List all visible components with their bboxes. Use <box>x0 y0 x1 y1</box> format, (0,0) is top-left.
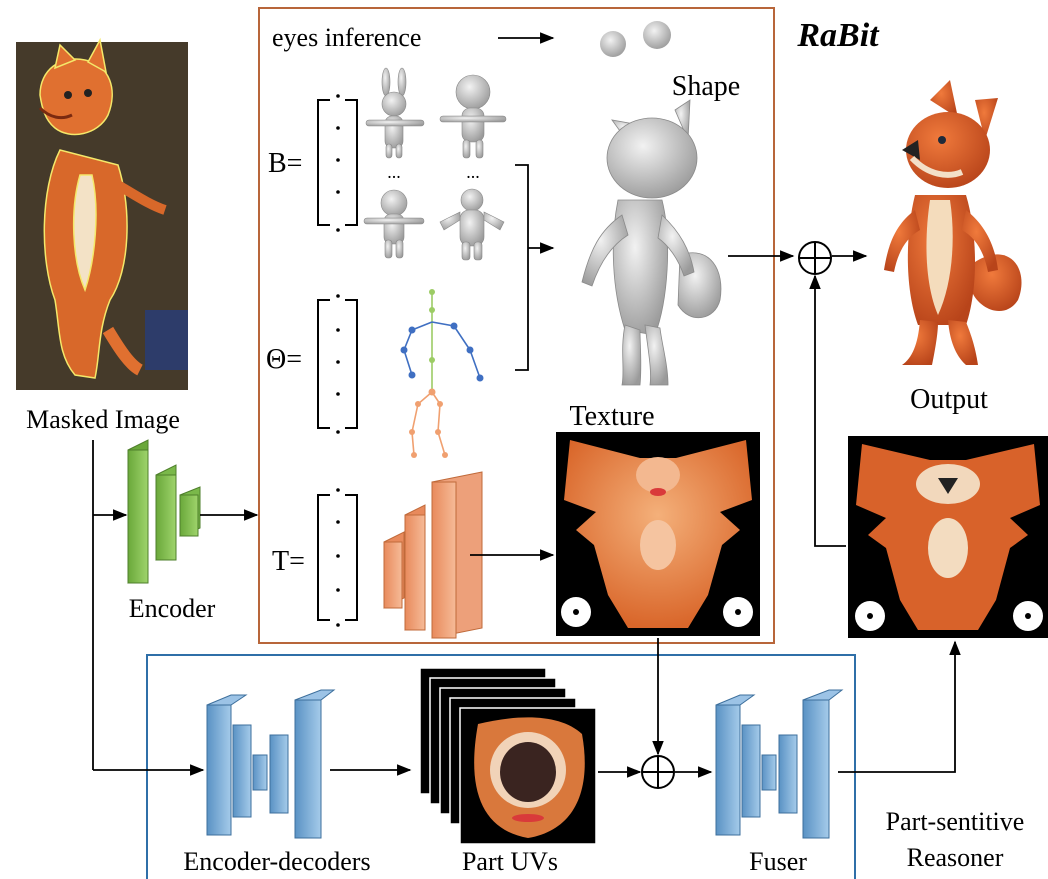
tau-vector-dots <box>336 488 340 627</box>
refined-texture-uv-map <box>848 436 1048 638</box>
pose-joints <box>401 289 484 458</box>
theta-vector-dots <box>336 294 340 434</box>
output-label: Output <box>910 384 988 415</box>
encoder-block <box>128 440 200 583</box>
refined-texture-to-plus-arrow <box>815 276 846 546</box>
masked-image-label: Masked Image <box>26 405 180 434</box>
eyeball-spheres <box>600 21 671 57</box>
fuser-label: Fuser <box>749 847 807 876</box>
reasoner-label-line2: Reasoner <box>907 843 1004 872</box>
rabit-title: RaBit <box>796 17 880 54</box>
theta-vector-bracket <box>318 300 357 428</box>
composition-plus-top <box>799 242 831 274</box>
fuser-block <box>716 690 842 838</box>
shape-merge-bracket <box>515 165 553 370</box>
base-shapes-ellipsis-right: ... <box>466 162 480 182</box>
texture-uv-map <box>556 432 760 636</box>
base-shape-rabbit <box>366 68 424 158</box>
beta-param: B= <box>268 148 302 179</box>
shape-label: Shape <box>672 71 740 102</box>
beta-vector-dots <box>336 94 340 232</box>
part-uvs-stack <box>420 668 596 844</box>
base-shape-generic <box>440 189 504 260</box>
composition-plus-bottom <box>642 756 674 788</box>
texture-decoder-block <box>384 472 482 638</box>
part-uvs-label: Part UVs <box>462 847 558 876</box>
texture-label: Texture <box>569 401 654 432</box>
beta-vector-bracket <box>318 100 357 225</box>
reasoner-label-line1: Part-sentitive <box>886 807 1025 836</box>
base-shapes-ellipsis-left: ... <box>387 162 401 182</box>
output-3d-fox <box>884 80 1021 365</box>
gray-3d-shape <box>582 100 721 385</box>
encoder-decoders-block <box>207 690 334 838</box>
masked-image <box>16 40 188 390</box>
pose-skeleton <box>404 292 480 455</box>
base-shape-cow <box>364 190 424 258</box>
encoder-label: Encoder <box>129 594 216 623</box>
base-shape-pig <box>440 75 506 158</box>
encoder-decoders-label: Encoder-decoders <box>183 847 370 876</box>
tau-param: T= <box>272 546 305 577</box>
theta-param: Θ= <box>266 344 302 375</box>
eyes-inference-label: eyes inference <box>272 23 421 52</box>
